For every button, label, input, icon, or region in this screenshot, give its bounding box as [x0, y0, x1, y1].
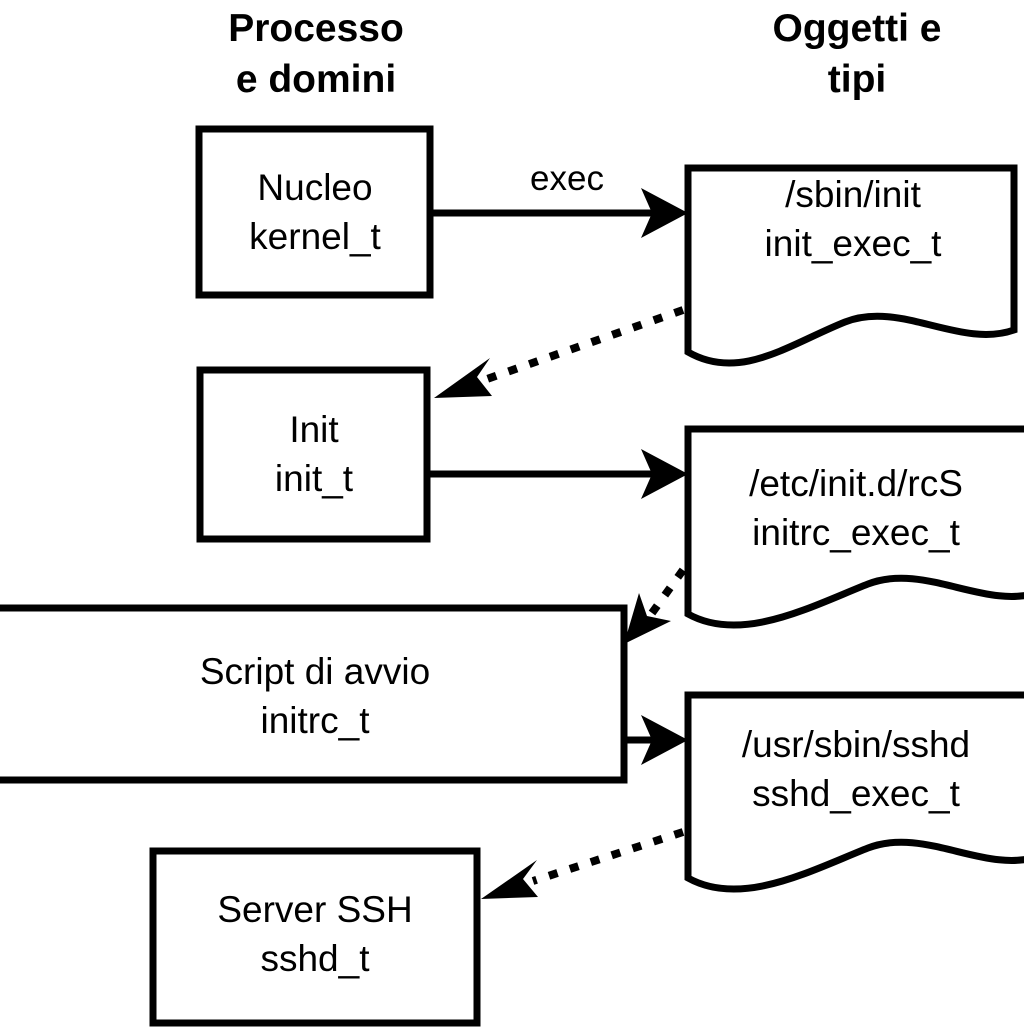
edge-initrc-exec-to-initrc-line: [648, 567, 687, 616]
node-sshd-exec[interactable]: /usr/sbin/sshd sshd_exec_t: [684, 691, 1024, 893]
column-header-processes-line2: e domini: [236, 58, 396, 101]
node-init-exec-document: [684, 164, 1018, 367]
node-initrc-line2: initrc_t: [261, 700, 371, 741]
node-init-line1: Init: [289, 409, 339, 450]
node-initrc[interactable]: Script di avvio initrc_t: [0, 604, 628, 784]
column-header-objects: Oggetti e tipi: [772, 7, 941, 101]
column-header-processes: Processo e domini: [228, 7, 404, 101]
node-init-exec-line2: init_exec_t: [765, 223, 943, 264]
node-init-line2: init_t: [275, 458, 354, 499]
column-header-objects-line2: tipi: [828, 58, 886, 101]
node-kernel-line2: kernel_t: [249, 216, 381, 257]
column-header-processes-line1: Processo: [228, 7, 404, 50]
edge-init-exec-to-init-line: [485, 306, 685, 383]
node-sshd-line2: sshd_t: [260, 938, 370, 979]
edge-sshd-exec-to-sshd-line: [531, 828, 685, 885]
edge-sshd-exec-to-sshd-arrowhead: [481, 860, 538, 899]
edge-kernel-to-init-exec: exec: [433, 159, 688, 238]
edge-init-exec-to-init-arrowhead: [434, 358, 492, 398]
node-sshd-box: [149, 847, 481, 1027]
node-initrc-line1: Script di avvio: [200, 651, 430, 692]
edge-label-exec: exec: [530, 159, 604, 198]
node-init[interactable]: Init init_t: [196, 366, 431, 543]
edge-initrc-to-sshd-exec: [627, 715, 688, 765]
edge-init-exec-to-init: [434, 306, 685, 398]
edge-initrc-exec-to-initrc-arrowhead: [624, 593, 671, 644]
node-init-exec[interactable]: /sbin/init init_exec_t: [684, 164, 1018, 367]
edge-sshd-exec-to-sshd: [481, 828, 685, 899]
node-kernel-box: [195, 125, 434, 299]
edge-init-to-initrc-exec-arrowhead: [641, 449, 688, 499]
column-header-objects-line1: Oggetti e: [772, 7, 941, 50]
node-initrc-exec[interactable]: /etc/init.d/rcS initrc_exec_t: [684, 425, 1024, 629]
node-sshd[interactable]: Server SSH sshd_t: [149, 847, 481, 1027]
node-kernel[interactable]: Nucleo kernel_t: [195, 125, 434, 299]
node-sshd-exec-document: [684, 691, 1024, 893]
node-sshd-line1: Server SSH: [217, 889, 412, 930]
edge-kernel-to-init-exec-arrowhead: [641, 188, 688, 238]
node-initrc-exec-document: [684, 425, 1024, 629]
node-sshd-exec-line2: sshd_exec_t: [752, 773, 960, 814]
node-sshd-exec-line1: /usr/sbin/sshd: [742, 724, 970, 765]
node-kernel-line1: Nucleo: [257, 167, 372, 208]
node-init-box: [196, 366, 431, 543]
node-init-exec-line1: /sbin/init: [785, 174, 921, 215]
node-initrc-exec-line2: initrc_exec_t: [752, 512, 960, 553]
edge-init-to-initrc-exec: [430, 449, 688, 499]
edge-initrc-exec-to-initrc: [624, 567, 687, 644]
node-initrc-box: [0, 604, 628, 784]
node-initrc-exec-line1: /etc/init.d/rcS: [749, 463, 963, 504]
edge-initrc-to-sshd-exec-arrowhead: [641, 715, 688, 765]
